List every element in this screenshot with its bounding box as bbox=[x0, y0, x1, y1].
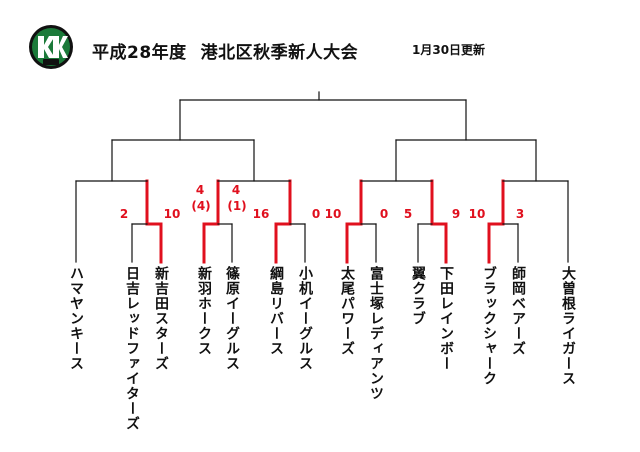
team-10: 翼クラブ bbox=[410, 266, 426, 326]
team-13: 師岡ベアーズ bbox=[510, 266, 526, 356]
score-m1-right: 10 bbox=[163, 207, 181, 221]
score-m6-right: 3 bbox=[515, 207, 525, 221]
score-m2-left-b: (4) bbox=[191, 199, 211, 213]
team-8: 太尾パワーズ bbox=[339, 266, 355, 356]
score-m2-right-a: 4 bbox=[231, 183, 241, 197]
score-m2-right-b: (1) bbox=[227, 199, 247, 213]
team-6: 綱島リバース bbox=[268, 266, 284, 356]
team-5: 篠原イーグルス bbox=[224, 266, 240, 371]
team-1: ハマヤンキース bbox=[68, 266, 84, 371]
logo-letter-h bbox=[38, 36, 55, 58]
team-3: 新吉田スターズ bbox=[153, 266, 169, 371]
team-12: ブラックシャーク bbox=[481, 266, 497, 386]
logo-banner bbox=[43, 59, 59, 65]
hk-club-logo bbox=[28, 24, 74, 70]
title-year: 平成28年度 bbox=[92, 43, 187, 63]
score-m4-left: 10 bbox=[324, 207, 342, 221]
score-m2-left-a: 4 bbox=[195, 183, 205, 197]
team-7: 小机イーグルス bbox=[297, 266, 313, 371]
team-4: 新羽ホークス bbox=[196, 266, 212, 356]
team-9: 富士塚レディアンツ bbox=[368, 266, 384, 401]
score-m1-left: 2 bbox=[119, 207, 129, 221]
team-2: 日吉レッドファイターズ bbox=[124, 266, 140, 431]
team-11: 下田レインボー bbox=[438, 266, 454, 371]
score-m5-left: 5 bbox=[403, 207, 413, 221]
score-m4-right: 0 bbox=[379, 207, 389, 221]
updated-date: 1月30日更新 bbox=[412, 43, 486, 57]
score-m3-left: 16 bbox=[252, 207, 270, 221]
score-m5-right: 9 bbox=[451, 207, 461, 221]
team-14: 大曽根ライガース bbox=[560, 266, 576, 386]
title-event: 港北区秋季新人大会 bbox=[200, 43, 359, 63]
logo-letter-k bbox=[53, 36, 68, 58]
page-title: 平成28年度港北区秋季新人大会 bbox=[92, 38, 358, 63]
score-m6-left: 10 bbox=[468, 207, 486, 221]
score-m3-right: 0 bbox=[311, 207, 321, 221]
